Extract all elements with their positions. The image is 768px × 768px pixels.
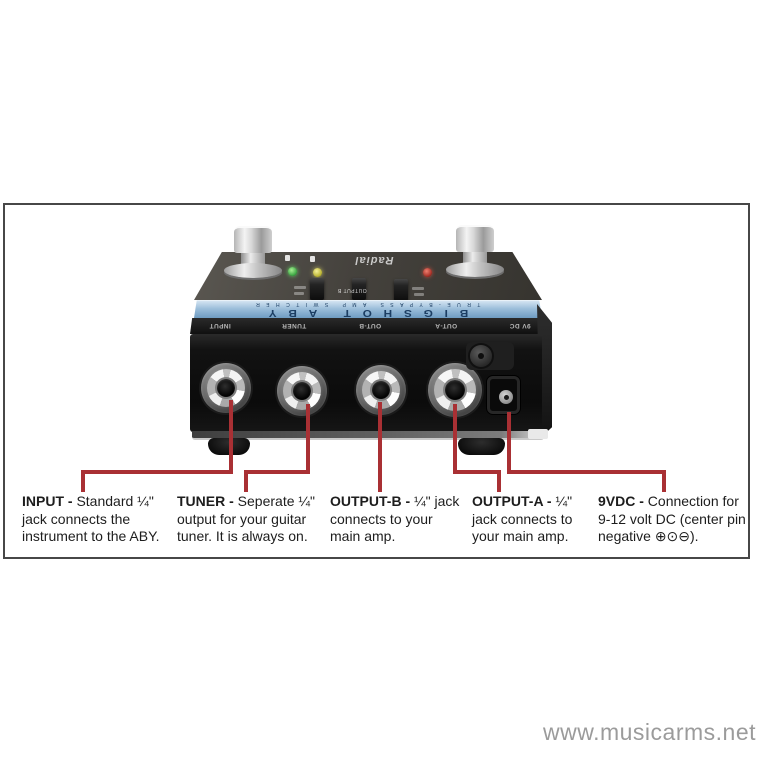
led-label-mark xyxy=(310,256,315,262)
tiny-print xyxy=(412,287,424,290)
callout-output-a-drop xyxy=(497,470,501,492)
blue-label-strip: BIGSHOT ABY TRUE-BYPASS AMP SWITCHER xyxy=(194,300,542,318)
callout-tuner-horizontal xyxy=(244,470,310,474)
diagram-frame xyxy=(3,203,750,559)
led-label-mark xyxy=(285,255,290,261)
annotation-output-a: OUTPUT-A - ¼" jack connects to your main… xyxy=(472,493,573,544)
callout-9vdc-vertical xyxy=(507,412,511,472)
rear-label-input: INPUT xyxy=(209,322,231,329)
annotation-9vdc: 9VDC - Connection for 9-12 volt DC (cent… xyxy=(598,493,746,544)
slide-switch-3 xyxy=(394,279,408,301)
green-led xyxy=(288,267,297,276)
callout-9vdc-horizontal xyxy=(507,470,666,474)
callout-tuner-drop xyxy=(244,470,248,492)
input-jack xyxy=(201,363,251,413)
annotation-term: OUTPUT-A - xyxy=(472,493,552,509)
yellow-led xyxy=(313,268,322,277)
annotation-term: INPUT - xyxy=(22,493,73,509)
pedal-model-name: BIGSHOT ABY xyxy=(256,307,468,318)
annotation-input: INPUT - Standard ¼" jack connects the in… xyxy=(22,493,160,544)
callout-input-horizontal xyxy=(81,470,233,474)
base-plate xyxy=(192,431,544,440)
rear-label-out-b: OUT-B xyxy=(358,322,382,329)
tuner-jack xyxy=(277,366,327,416)
footswitch-left xyxy=(215,226,291,282)
rear-edge-bevel: INPUT TUNER OUT-B OUT-A 9V DC xyxy=(190,318,548,334)
brand-logo: Radial xyxy=(354,254,394,266)
tiny-print xyxy=(414,293,424,296)
callout-tuner-vertical xyxy=(306,404,310,472)
annotation-tuner: TUNER - Seperate ¼" output for your guit… xyxy=(177,493,316,544)
switch-label: OUTPUT B xyxy=(337,287,367,293)
rear-label-9vdc: 9V DC xyxy=(509,322,531,329)
tiny-print xyxy=(294,292,304,295)
footswitch-right xyxy=(437,225,513,281)
dc-power-jack xyxy=(487,376,520,414)
slide-switch-2 xyxy=(352,278,366,300)
base-corner-highlight xyxy=(528,429,548,439)
rubber-foot-right xyxy=(458,438,505,455)
aby-pedal-photo: Radial OUTPUT B BIGSHOT ABY TRUE-BYPASS … xyxy=(188,224,554,466)
watermark: www.musicarms.net xyxy=(543,719,756,745)
annotation-term: TUNER - xyxy=(177,493,234,509)
thumbscrew xyxy=(470,345,492,367)
annotation-output-b: OUTPUT-B - ¼" jack connects to your main… xyxy=(330,493,460,544)
red-led xyxy=(423,268,432,277)
callout-output-b-vertical xyxy=(378,402,382,492)
rear-label-tuner: TUNER xyxy=(281,322,307,329)
callout-output-a-vertical xyxy=(453,404,457,472)
callout-input-drop xyxy=(81,470,85,492)
slide-switch-1 xyxy=(310,278,324,300)
annotation-term: 9VDC - xyxy=(598,493,644,509)
rear-label-out-a: OUT-A xyxy=(434,322,458,329)
dc-center-pin xyxy=(499,390,513,404)
annotation-term: OUTPUT-B - xyxy=(330,493,411,509)
callout-output-a-horizontal xyxy=(453,470,501,474)
callout-9vdc-drop xyxy=(662,470,666,492)
tiny-print xyxy=(294,286,306,289)
callout-input-vertical xyxy=(229,400,233,472)
